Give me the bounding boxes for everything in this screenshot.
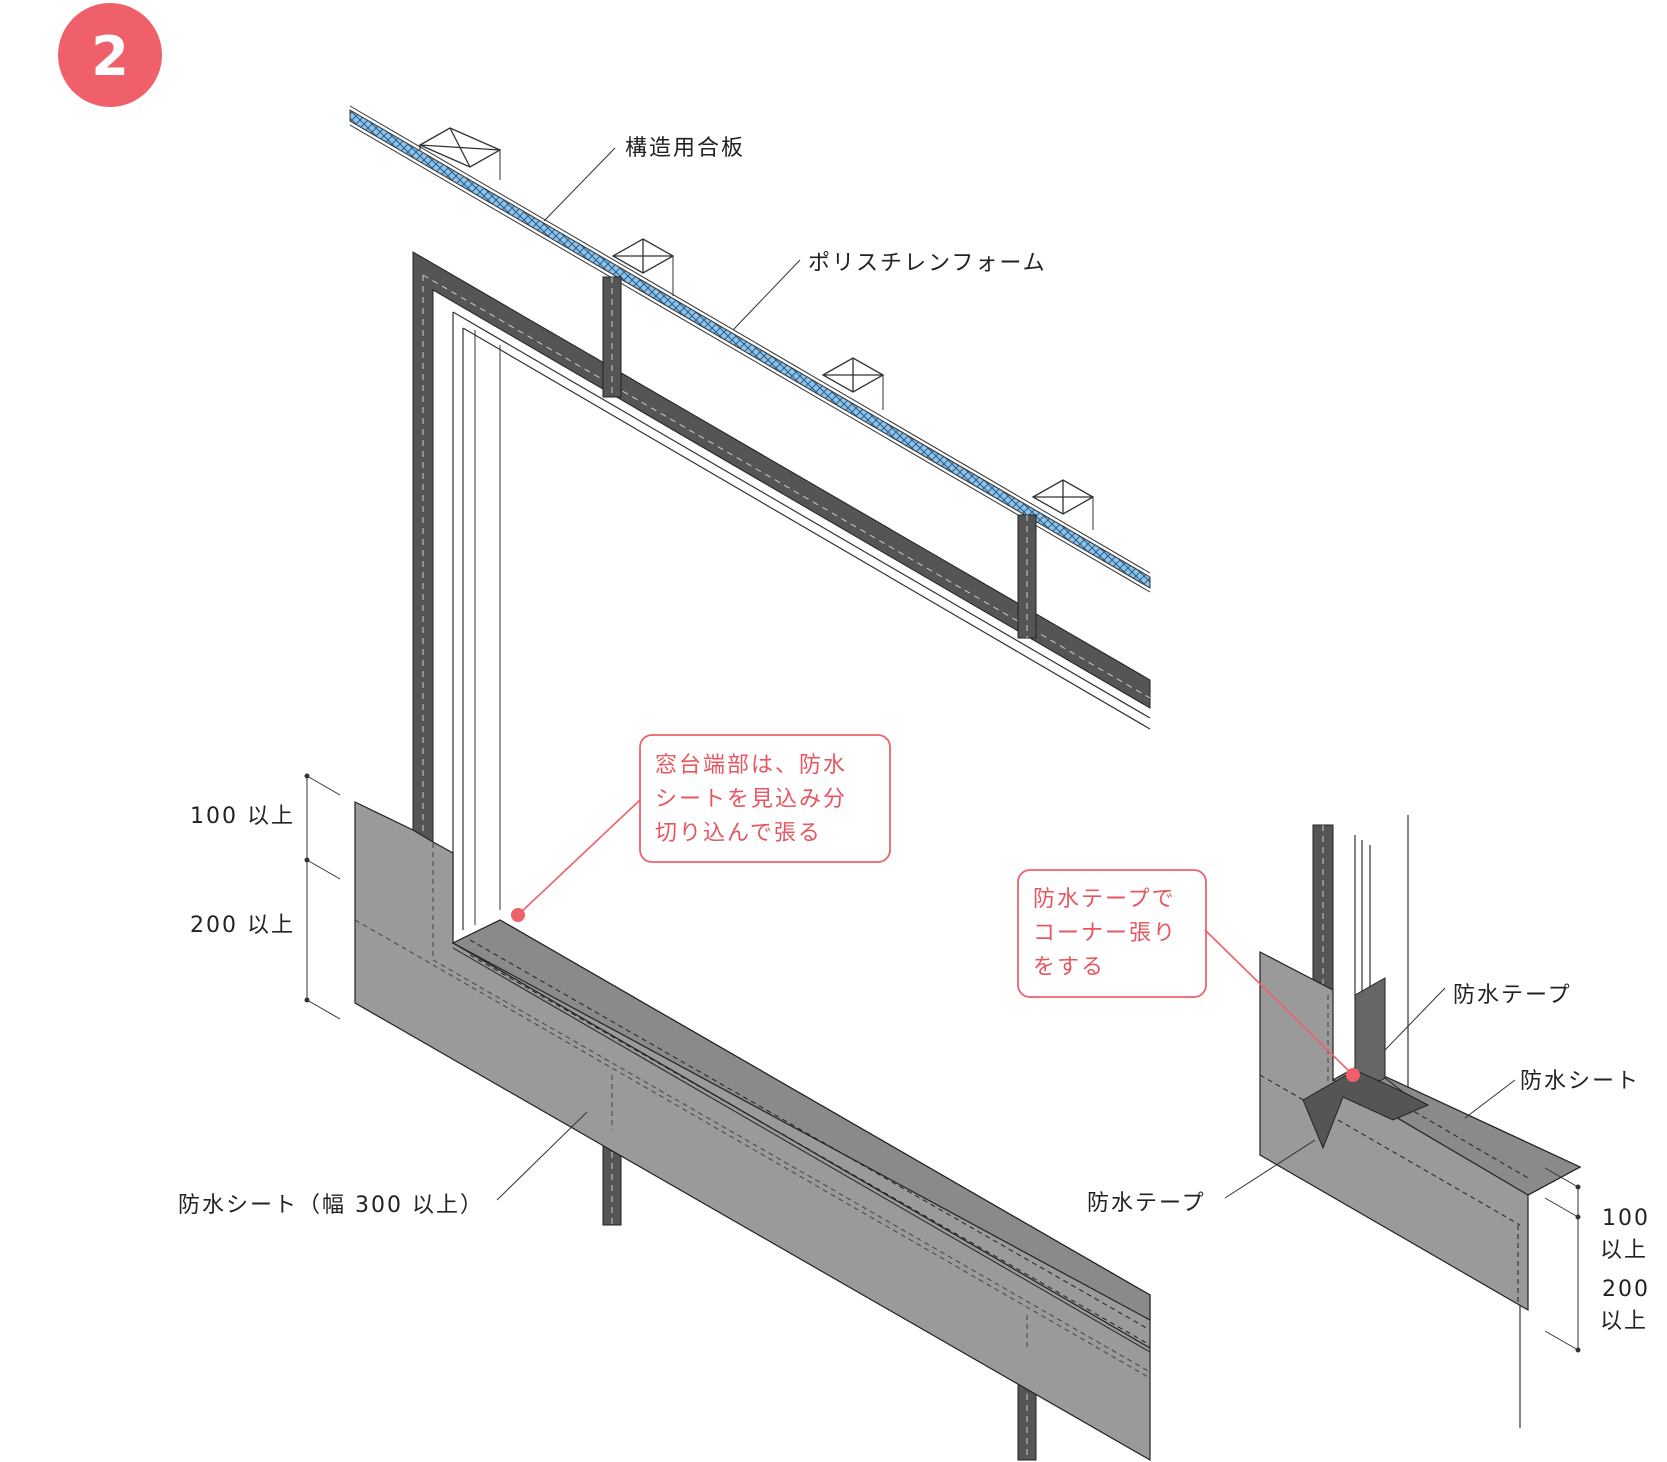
right-detail: 防水テープで コーナー張り をする 防水テープ 防水シート 防水テープ 100 … <box>1017 815 1650 1428</box>
label-plywood: 構造用合板 <box>625 136 745 161</box>
callout-corner-line-3: をする <box>1033 955 1105 980</box>
window-sill-surface <box>451 919 1151 1322</box>
stud-section-2 <box>611 238 675 274</box>
left-dimension <box>304 773 341 1020</box>
dim-right-bottom-unit: 以上 <box>1600 1309 1648 1334</box>
dim-right-bottom-num: 200 <box>1602 1277 1650 1302</box>
callout-sill-line-3: 切り込んで張る <box>655 821 822 846</box>
callout-sill-line-2: シートを見込み分 <box>655 787 847 812</box>
dim-left-bottom: 200 以上 <box>190 913 295 938</box>
label-sheet-right: 防水シート <box>1520 1069 1640 1094</box>
dim-right-top-num: 100 <box>1602 1206 1650 1231</box>
label-tape-upper: 防水テープ <box>1453 983 1572 1008</box>
label-sheet-main: 防水シート（幅 300 以上） <box>178 1193 484 1218</box>
callout-corner-line-1: 防水テープで <box>1033 887 1176 912</box>
label-foam: ポリスチレンフォーム <box>808 251 1047 276</box>
right-dimension <box>1544 1167 1581 1353</box>
callout-corner: 防水テープで コーナー張り をする <box>1017 869 1360 1082</box>
step-number: 2 <box>91 25 129 88</box>
dim-left-top: 100 以上 <box>190 804 295 829</box>
left-assembly: 窓台端部は、防水 シートを見込み分 切り込んで張る 構造用合板 ポリスチレンフォ… <box>178 105 1151 1462</box>
dim-right-top-unit: 以上 <box>1600 1238 1648 1263</box>
stud-section-4 <box>1031 479 1095 515</box>
callout-sill-line-1: 窓台端部は、防水 <box>655 753 847 778</box>
callout-sill: 窓台端部は、防水 シートを見込み分 切り込んで張る <box>511 734 891 922</box>
callout-corner-line-2: コーナー張り <box>1033 921 1177 946</box>
label-tape-lower: 防水テープ <box>1087 1191 1206 1216</box>
corner-tape-horizontal <box>1302 1069 1430 1150</box>
step-badge: 2 <box>58 3 162 107</box>
polystyrene-foam-strip <box>349 109 1151 589</box>
